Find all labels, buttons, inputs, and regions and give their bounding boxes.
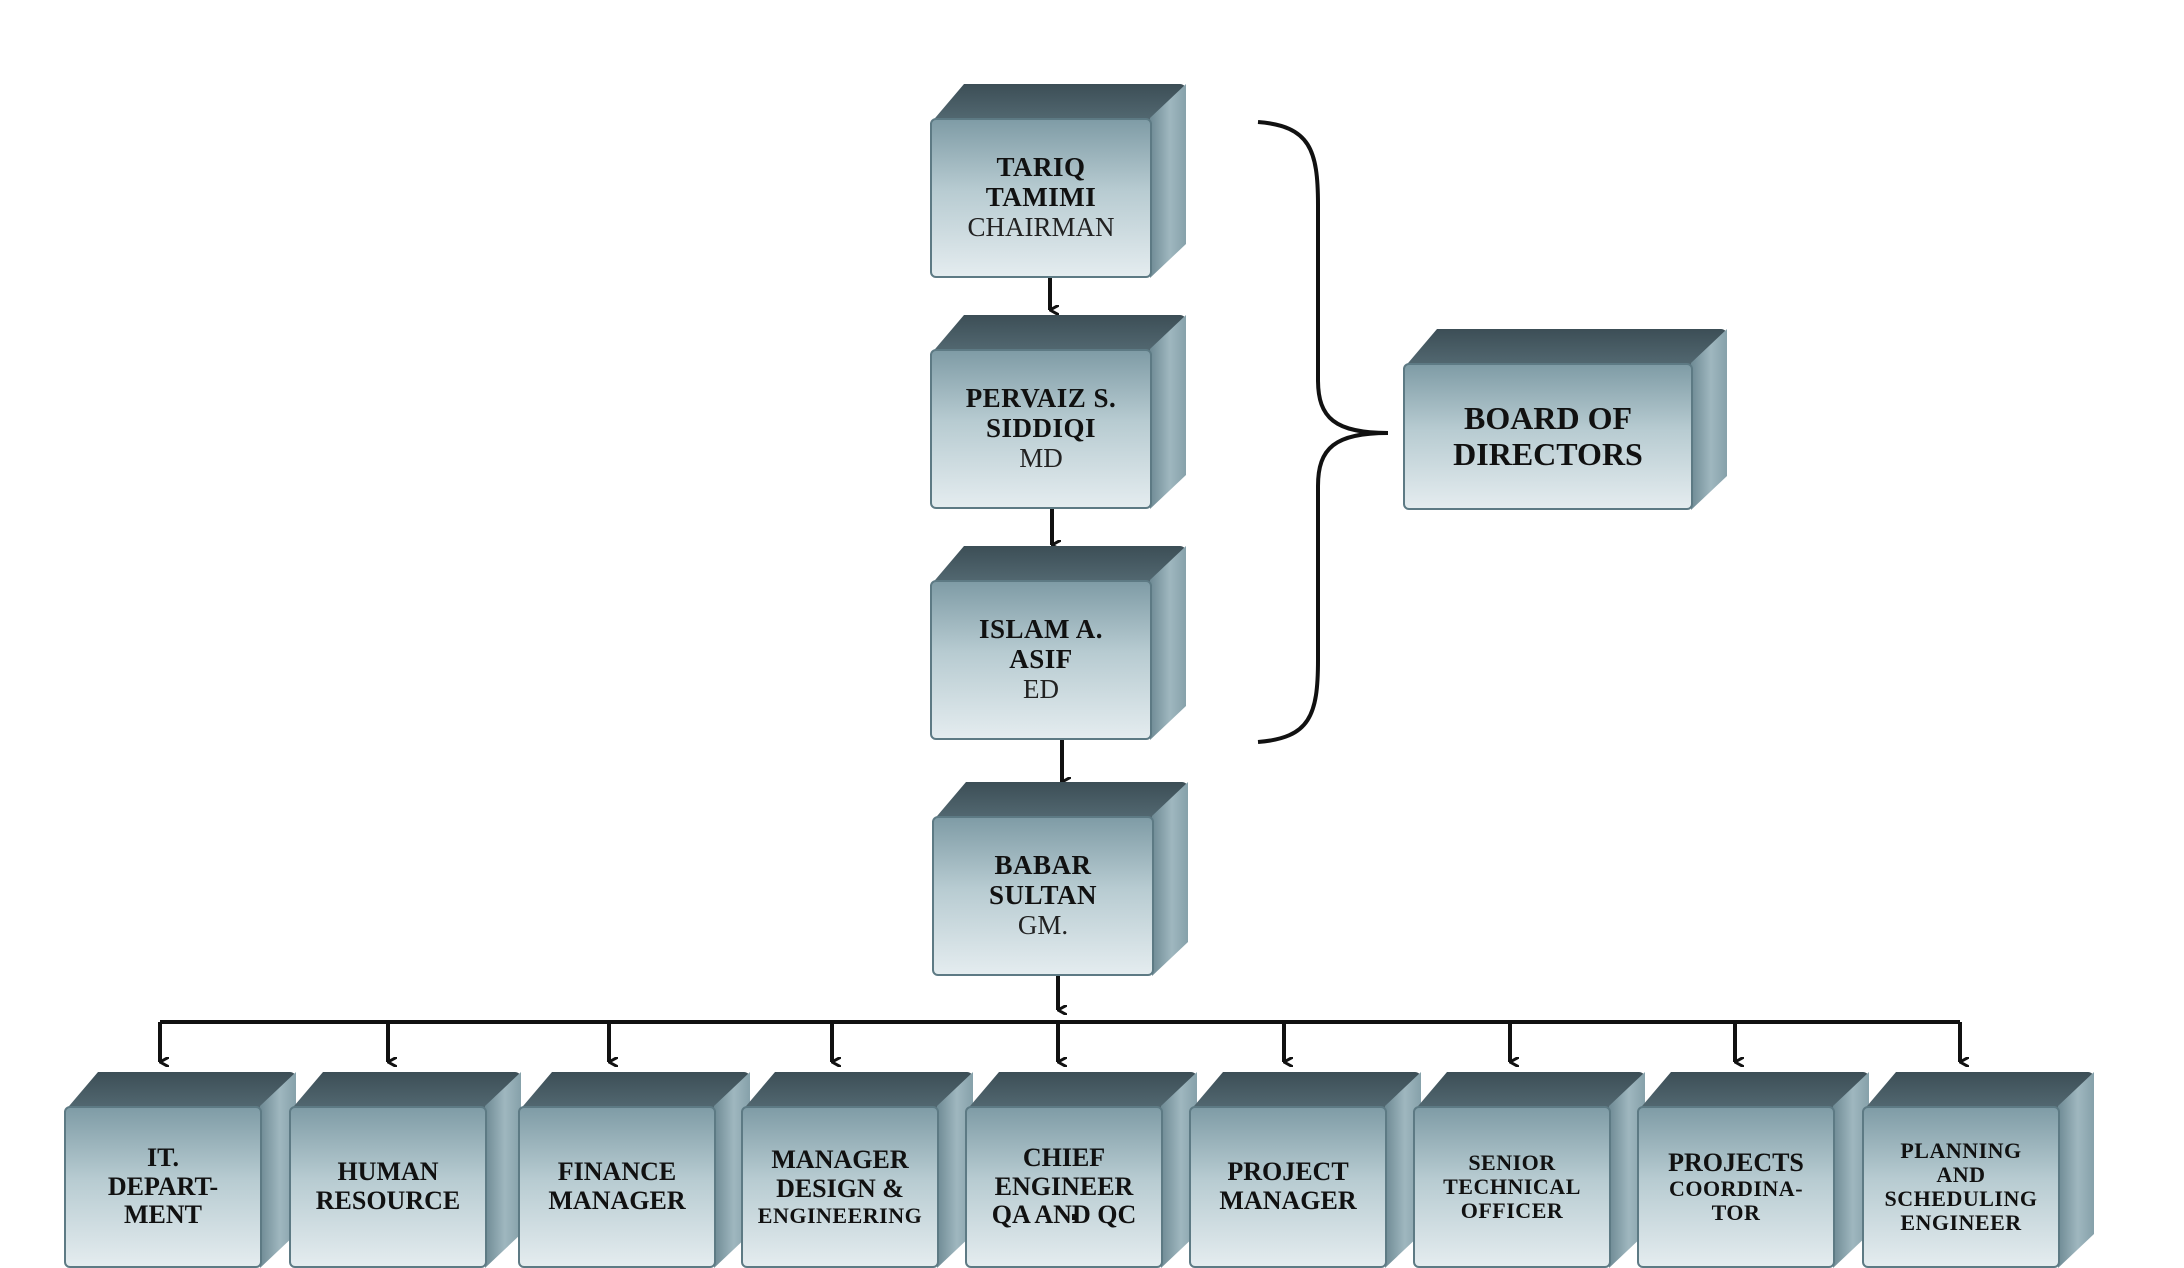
dept-box-manager-design-engineering: MANAGER DESIGN & ENGINEERING [741,1072,973,1268]
dept-box-project-manager: PROJECT MANAGER [1189,1072,1421,1268]
dept-label-line: MANAGER [548,1186,686,1215]
exec-box-front: ISLAM A. ASIF ED [930,580,1152,740]
org-chart: TARIQ TAMIMI CHAIRMAN PERVAIZ S. SIDDIQI… [64,84,2184,1268]
dept-box-front: PROJECT MANAGER [1189,1106,1387,1268]
dept-label-line: ENGINEER [1900,1210,2022,1236]
dept-label-line: DESIGN & [776,1173,904,1203]
dept-box-chief-engineer-qa-qc: CHIEF ENGINEER QA AND QC [965,1072,1197,1268]
exec-box-md: PERVAIZ S. SIDDIQI MD [930,315,1186,509]
dept-label-line: COORDINA- [1668,1176,1804,1202]
dept-box-front: FINANCE MANAGER [518,1106,716,1268]
exec-name-line: TARIQ [996,152,1086,183]
board-box-front: BOARD OF DIRECTORS [1403,363,1693,510]
dept-label-line: TOR [1711,1200,1761,1226]
dept-box-front: SENIOR TECHNICAL OFFICER [1413,1106,1611,1268]
dept-label-line: QA AND QC [991,1200,1137,1230]
exec-box-front: TARIQ TAMIMI CHAIRMAN [930,118,1152,278]
dept-label-line: PROJECTS [1668,1147,1804,1177]
bottom-tick-mark [1072,1214,1076,1220]
dept-box-planning-scheduling-engineer: PLANNING AND SCHEDULING ENGINEER [1862,1072,2094,1268]
dept-box-senior-technical-officer: SENIOR TECHNICAL OFFICER [1413,1072,1645,1268]
exec-role: ED [1023,673,1059,704]
exec-role: GM. [1017,909,1069,940]
dept-label-line: TECHNICAL [1443,1173,1581,1199]
dept-label-line: OFFICER [1460,1198,1564,1224]
dept-box-human-resource: HUMAN RESOURCE [289,1072,521,1268]
dept-label-line: FINANCE [557,1157,677,1187]
dept-label-line: IT. [146,1143,180,1173]
connectors [158,120,2184,1226]
exec-role: MD [1019,442,1063,473]
dept-label-line: AND [1936,1161,1986,1187]
exec-name-line: BABAR [994,850,1092,881]
exec-name-line: PERVAIZ S. [965,383,1117,414]
dept-label-line: MANAGER [771,1145,909,1175]
exec-role: CHAIRMAN [967,211,1115,242]
exec-box-front: PERVAIZ S. SIDDIQI MD [930,349,1152,509]
exec-name-line: TAMIMI [985,182,1097,213]
exec-box-gm: BABAR SULTAN GM. [932,782,1188,976]
dept-label-line: MANAGER [1219,1186,1357,1215]
dept-label-line: SENIOR [1468,1149,1556,1175]
dept-label-line: DEPART- [107,1171,219,1201]
board-brace [1257,120,1389,744]
dept-box-front: MANAGER DESIGN & ENGINEERING [741,1106,939,1268]
exec-box-ed: ISLAM A. ASIF ED [930,546,1186,740]
dept-label-line: PROJECT [1227,1157,1349,1187]
board-of-directors-box: BOARD OF DIRECTORS [1403,329,1727,510]
dept-label-line: SCHEDULING [1884,1186,2038,1211]
dept-box-front: PLANNING AND SCHEDULING ENGINEER [1862,1106,2060,1268]
exec-name-line: SULTAN [988,880,1098,911]
board-label-line: BOARD OF [1464,400,1632,437]
dept-label-line: CHIEF [1022,1143,1106,1173]
exec-name-line: ISLAM A. [978,614,1104,645]
dept-label-line: MENT [124,1200,202,1230]
dept-label-line: PLANNING [1900,1137,2022,1163]
dept-box-front: CHIEF ENGINEER QA AND QC [965,1106,1163,1268]
exec-box-chairman: TARIQ TAMIMI CHAIRMAN [930,84,1186,278]
dept-box-projects-coordinator: PROJECTS COORDINA- TOR [1637,1072,1869,1268]
dept-box-it: IT. DEPART- MENT [64,1072,296,1268]
exec-name-line: SIDDIQI [985,413,1097,444]
dept-box-front: HUMAN RESOURCE [289,1106,487,1268]
board-label-line: DIRECTORS [1453,435,1643,472]
dept-label-line: ENGINEER [994,1171,1134,1201]
dept-box-front: IT. DEPART- MENT [64,1106,262,1268]
dept-label-line: ENGINEERING [757,1202,923,1228]
dept-label-line: HUMAN [337,1157,439,1187]
exec-box-front: BABAR SULTAN GM. [932,816,1154,976]
exec-name-line: ASIF [1009,644,1073,675]
dept-box-finance-manager: FINANCE MANAGER [518,1072,750,1268]
dept-box-front: PROJECTS COORDINA- TOR [1637,1106,1835,1268]
dept-label-line: RESOURCE [315,1186,461,1215]
